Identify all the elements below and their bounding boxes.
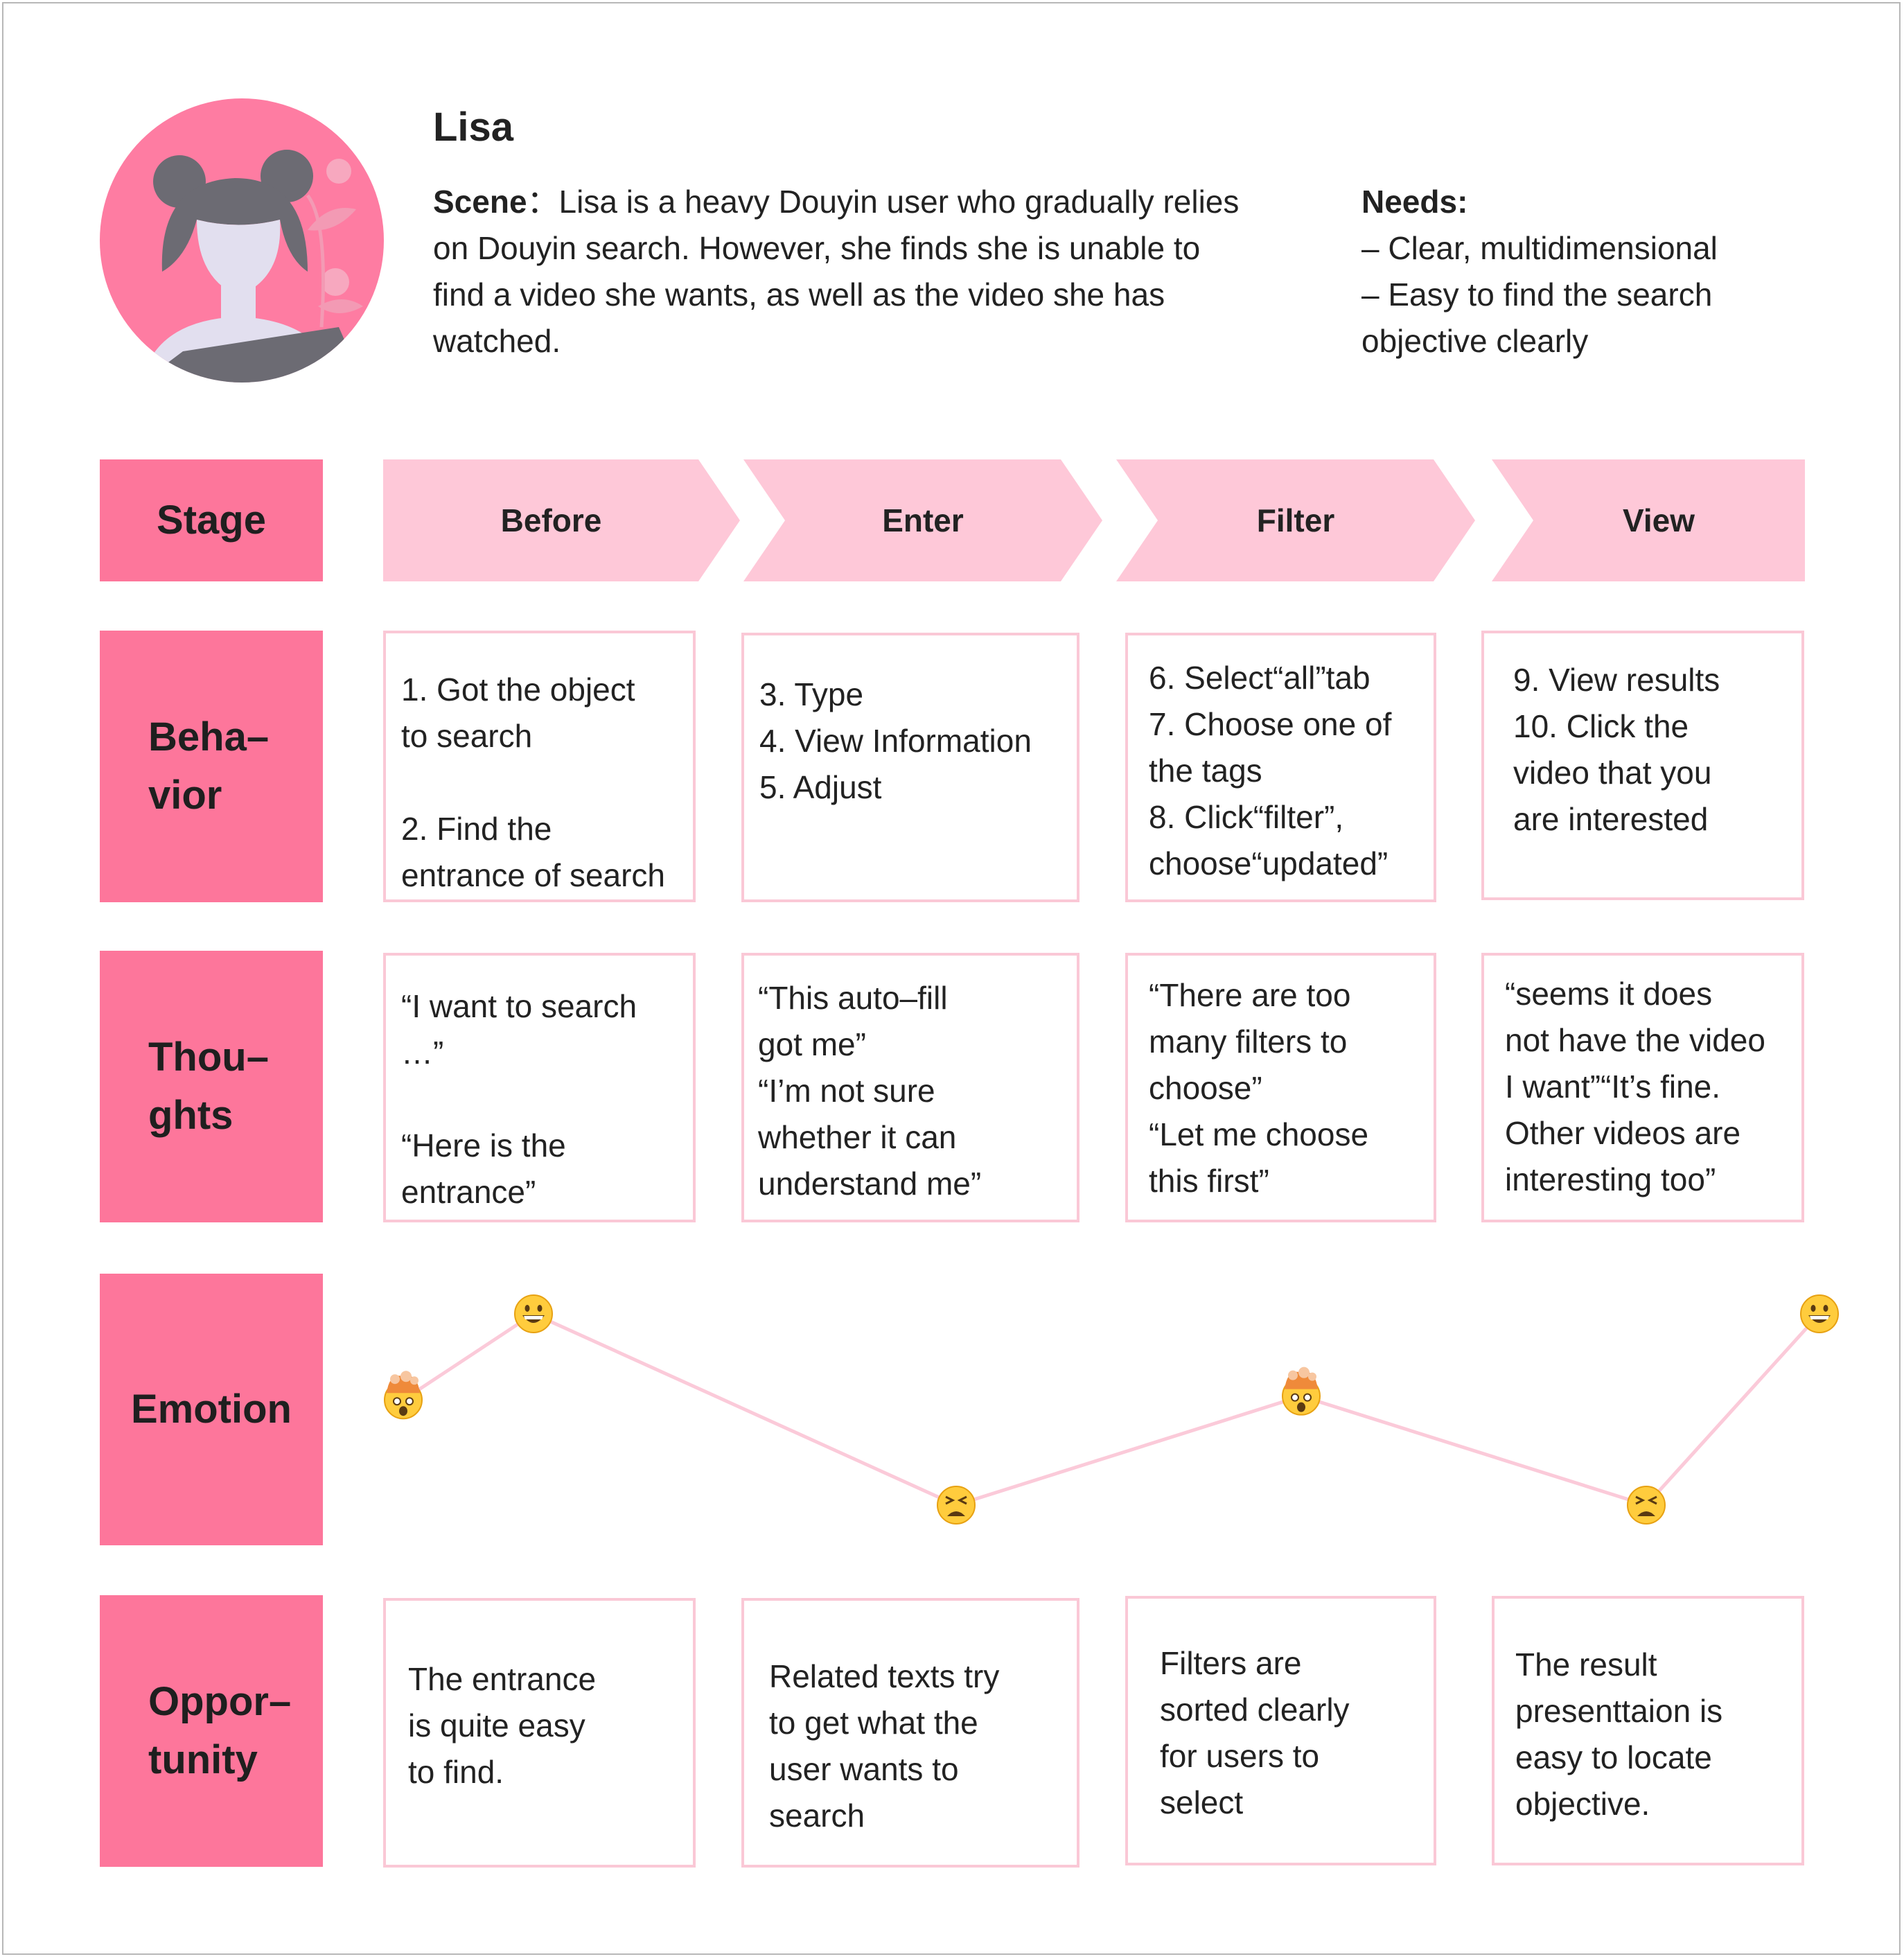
row-label-text: Thou– ghts bbox=[148, 1035, 269, 1138]
tired-face-icon bbox=[1627, 1486, 1666, 1525]
row-label-text: Stage bbox=[157, 498, 266, 543]
thought-text: “I want to search …” “Here is the entran… bbox=[401, 988, 637, 1210]
thought-box-filter: “There are too many filters to choose” “… bbox=[1125, 953, 1436, 1222]
row-label-stage: Stage bbox=[100, 459, 323, 581]
persona-scene: Scene：Lisa is a heavy Douyin user who gr… bbox=[433, 179, 1244, 364]
opportunity-text: The result presenttaion is easy to locat… bbox=[1515, 1646, 1723, 1822]
persona-needs: Needs: – Clear, multidimensional – Easy … bbox=[1361, 179, 1805, 364]
opportunity-box-filter: Filters are sorted clearly for users to … bbox=[1125, 1596, 1436, 1865]
stage-label: Enter bbox=[882, 502, 964, 538]
opportunity-box-enter: Related texts try to get what the user w… bbox=[741, 1598, 1079, 1868]
stage-view: View bbox=[1492, 459, 1805, 581]
stage-arrow-shape bbox=[1116, 459, 1475, 581]
stage-filter: Filter bbox=[1116, 459, 1475, 581]
grinning-face-icon bbox=[1800, 1294, 1839, 1333]
thought-box-before: “I want to search …” “Here is the entran… bbox=[383, 953, 696, 1222]
row-label-behavior: Beha– vior bbox=[100, 631, 323, 902]
thought-box-view: “seems it does not have the video I want… bbox=[1481, 953, 1804, 1222]
persona-avatar bbox=[100, 98, 384, 383]
behavior-box-view: 9. View results 10. Click the video that… bbox=[1481, 631, 1804, 900]
behavior-text: 3. Type 4. View Information 5. Adjust bbox=[759, 676, 1032, 805]
stage-arrow-shape bbox=[1492, 459, 1805, 581]
row-label-text: Oppor– tunity bbox=[148, 1679, 292, 1782]
behavior-text: 9. View results 10. Click the video that… bbox=[1513, 662, 1720, 837]
opportunity-box-before: The entrance is quite easy to find. bbox=[383, 1598, 696, 1868]
row-label-opportunity: Oppor– tunity bbox=[100, 1595, 323, 1867]
row-label-text: Emotion bbox=[131, 1387, 292, 1432]
needs-title: Needs: bbox=[1361, 184, 1468, 220]
opportunity-box-view: The result presenttaion is easy to locat… bbox=[1492, 1596, 1804, 1865]
behavior-box-enter: 3. Type 4. View Information 5. Adjust bbox=[741, 633, 1079, 902]
thought-box-enter: “This auto–fill got me” “I’m not sure wh… bbox=[741, 953, 1079, 1222]
stage-label: View bbox=[1623, 502, 1695, 538]
opportunity-text: The entrance is quite easy to find. bbox=[408, 1661, 597, 1790]
mind-blown-face-icon bbox=[384, 1371, 423, 1420]
stage-label: Filter bbox=[1256, 502, 1335, 538]
scene-label: Scene bbox=[433, 184, 527, 220]
behavior-text: 6. Select“all”tab 7. Choose one of the t… bbox=[1149, 660, 1392, 881]
stage-label: Before bbox=[500, 502, 602, 538]
behavior-text: 1. Got the object to search 2. Find the … bbox=[401, 671, 666, 893]
behavior-box-before: 1. Got the object to search 2. Find the … bbox=[383, 631, 696, 902]
mind-blown-face-icon bbox=[1282, 1367, 1321, 1416]
stage-enter: Enter bbox=[743, 459, 1102, 581]
needs-item: – Clear, multidimensional bbox=[1361, 230, 1718, 266]
behavior-box-filter: 6. Select“all”tab 7. Choose one of the t… bbox=[1125, 633, 1436, 902]
row-label-emotion: Emotion bbox=[100, 1274, 323, 1545]
scene-separator: ： bbox=[527, 184, 559, 220]
stage-before: Before bbox=[383, 459, 740, 581]
thought-text: “This auto–fill got me” “I’m not sure wh… bbox=[758, 980, 982, 1202]
tired-face-icon bbox=[937, 1486, 976, 1525]
persona-name: Lisa bbox=[433, 105, 514, 150]
opportunity-text: Related texts try to get what the user w… bbox=[769, 1658, 1000, 1834]
stage-arrow-shape bbox=[743, 459, 1102, 581]
thought-text: “seems it does not have the video I want… bbox=[1505, 976, 1765, 1197]
opportunity-text: Filters are sorted clearly for users to … bbox=[1160, 1645, 1350, 1820]
grinning-face-icon bbox=[514, 1294, 553, 1333]
row-label-thoughts: Thou– ghts bbox=[100, 951, 323, 1222]
needs-item: – Easy to find the search objective clea… bbox=[1361, 276, 1713, 359]
row-label-text: Beha– vior bbox=[148, 714, 270, 818]
scene-text: Lisa is a heavy Douyin user who graduall… bbox=[433, 184, 1240, 359]
stage-arrow-shape bbox=[383, 459, 740, 581]
thought-text: “There are too many filters to choose” “… bbox=[1149, 977, 1369, 1199]
